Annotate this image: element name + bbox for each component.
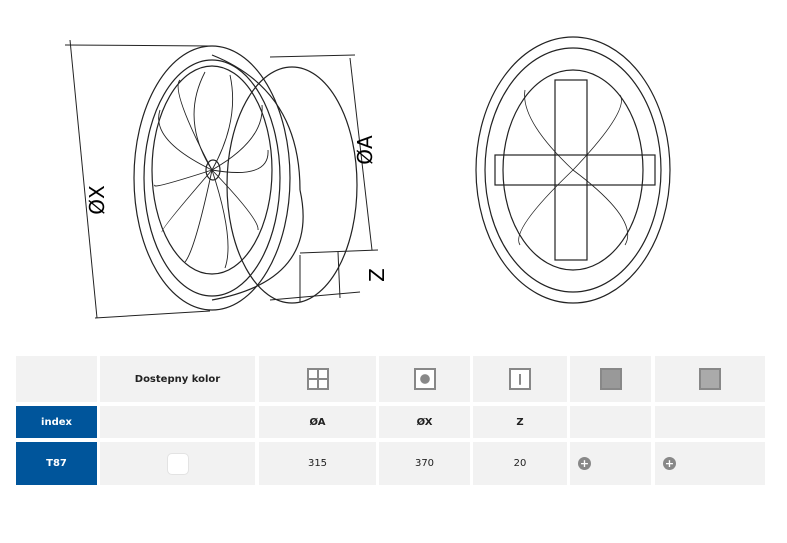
color-cell bbox=[100, 442, 255, 485]
table-corner-cell bbox=[16, 356, 97, 402]
value-a: 315 bbox=[259, 442, 376, 485]
header-cell-x bbox=[379, 356, 470, 402]
extra-cell-2: + bbox=[655, 442, 765, 485]
column-label-z: Z bbox=[473, 406, 567, 438]
dimension-label-z: Z bbox=[365, 268, 389, 282]
header-cell-extra-1 bbox=[570, 356, 651, 402]
front-view-grille bbox=[133, 45, 358, 311]
column-label-x: ØX bbox=[379, 406, 470, 438]
empty-cell bbox=[100, 406, 255, 438]
color-swatch-white[interactable] bbox=[166, 452, 189, 475]
empty-cell bbox=[655, 406, 765, 438]
dimension-a-icon bbox=[306, 368, 329, 390]
header-cell-z bbox=[473, 356, 567, 402]
dimension-x-icon bbox=[413, 368, 436, 390]
dimension-label-a: ØA bbox=[353, 135, 377, 165]
header-cell-a bbox=[259, 356, 376, 402]
value-x: 370 bbox=[379, 442, 470, 485]
square-icon bbox=[699, 368, 721, 390]
extra-cell-1: + bbox=[570, 442, 651, 485]
plus-icon[interactable]: + bbox=[578, 457, 591, 470]
dimension-label-x: ØX bbox=[85, 185, 109, 215]
index-label: index bbox=[16, 406, 97, 438]
header-cell-extra-2 bbox=[655, 356, 765, 402]
dimension-z-icon bbox=[509, 368, 531, 390]
rear-view-grille bbox=[475, 36, 671, 304]
empty-cell bbox=[570, 406, 651, 438]
product-index: T87 bbox=[16, 442, 97, 485]
color-header: Dostepny kolor bbox=[100, 356, 255, 402]
dimension-lines bbox=[64, 39, 379, 319]
value-z: 20 bbox=[473, 442, 567, 485]
product-technical-drawing: ØX ØA Z bbox=[64, 36, 671, 319]
square-icon bbox=[599, 368, 622, 390]
column-label-a: ØA bbox=[259, 406, 376, 438]
plus-icon[interactable]: + bbox=[663, 457, 676, 470]
